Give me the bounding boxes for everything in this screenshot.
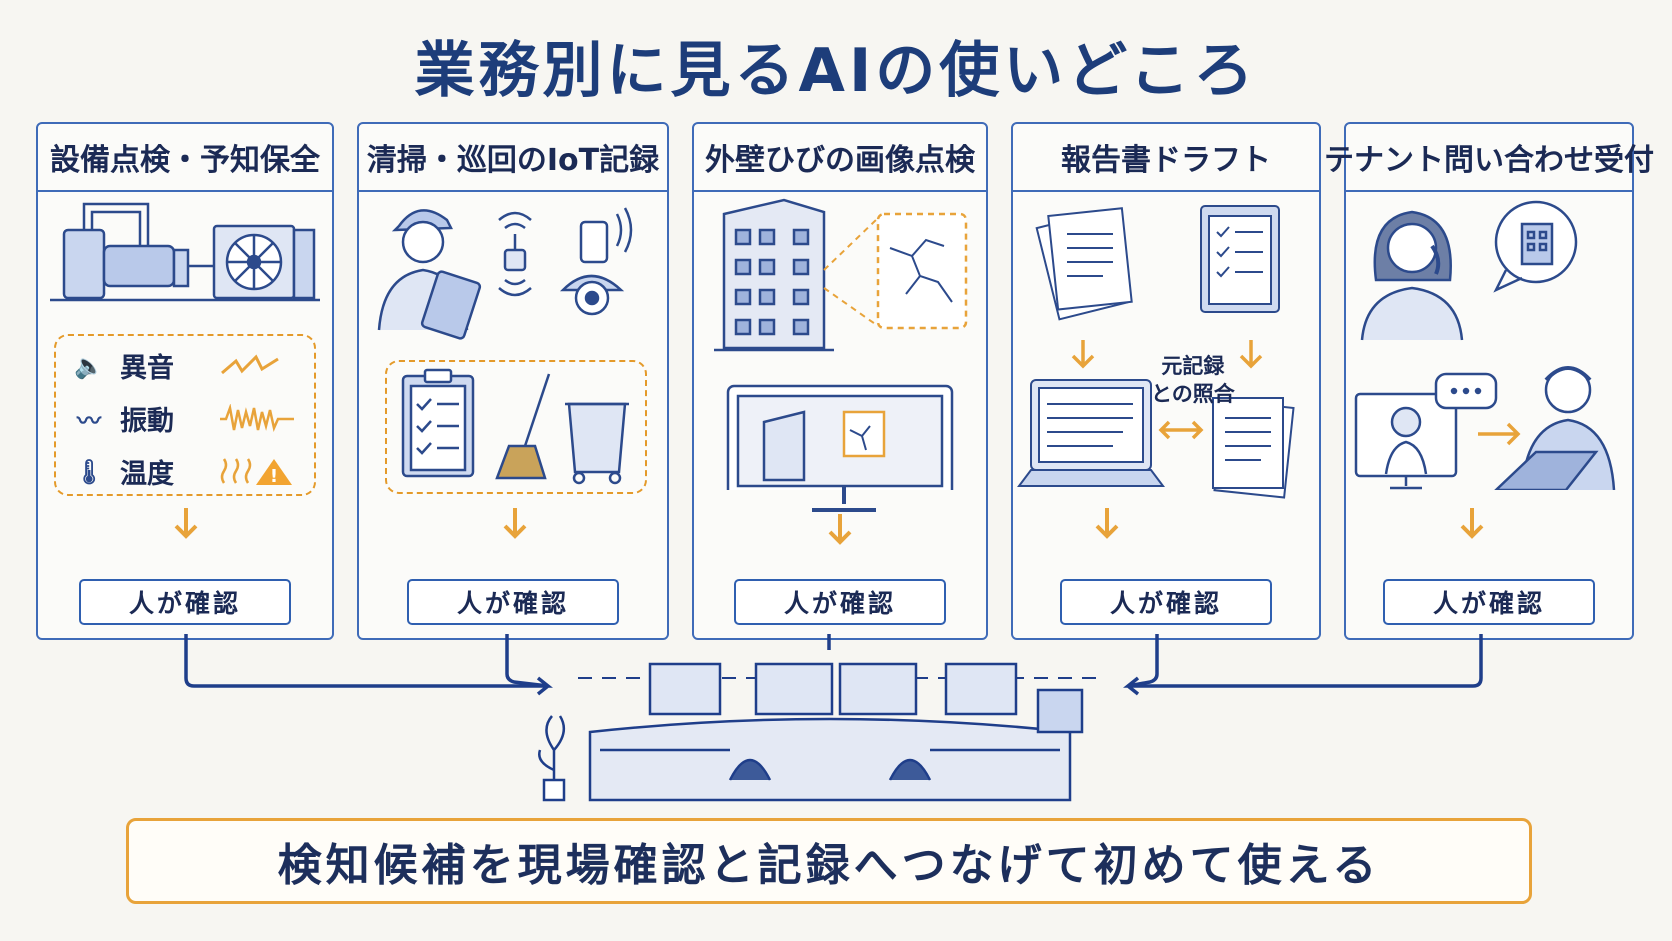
checklist-broom-bin-illustration (401, 368, 629, 485)
signal-row-vibration: 〰 振動 (68, 399, 294, 438)
down-arrow-icon (828, 514, 852, 545)
signal-label: 温度 (120, 459, 174, 490)
control-room-illustration (538, 662, 1084, 802)
equipment-illustration (50, 202, 320, 302)
signal-row-temperature: 🌡 温度 ! (68, 452, 292, 491)
sensor-signals-box (54, 334, 316, 496)
panel-heading: 外壁ひびの画像点検 (694, 124, 986, 192)
panel-report-draft: 報告書ドラフト 元記録 との照合 人が確認 (1011, 122, 1321, 640)
building-crack-illustration (714, 198, 968, 490)
conclusion-banner: 検知候補を現場確認と記録へつなげて初めて使える (126, 818, 1532, 904)
panel-heading: 設備点検・予知保全 (38, 124, 332, 192)
human-check-box: 人が確認 (1383, 579, 1595, 625)
tenant-chatbot-illustration (1354, 200, 1616, 490)
page-title: 業務別に見るAIの使いどころ (414, 36, 1258, 106)
down-arrow-icon (1095, 508, 1119, 539)
human-check-box: 人が確認 (79, 579, 291, 625)
monitor-stand (812, 486, 876, 512)
vibration-wave-icon (220, 403, 294, 432)
noise-wave-icon (221, 353, 279, 374)
human-check-box: 人が確認 (1060, 579, 1272, 625)
thermometer-icon: 🌡 (73, 457, 105, 486)
panel-heading: 清掃・巡回のIoT記録 (359, 124, 667, 192)
heat-warning-icon: ! (220, 457, 292, 487)
panel-cleaning-iot: 清掃・巡回のIoT記録 (357, 122, 669, 640)
panel-heading: テナント問い合わせ受付 (1324, 124, 1654, 192)
signal-label: 振動 (120, 406, 174, 437)
svg-text:!: ! (270, 466, 278, 487)
panel-heading: 報告書ドラフト (1013, 124, 1319, 192)
report-documents-illustration (1017, 205, 1295, 499)
down-arrow-icon (1460, 508, 1484, 539)
panel-equipment-inspection: 設備点検・予知保全 🔈 異音 〰 振動 🌡 温度 ! 人が確認 (36, 122, 334, 640)
signal-label: 異音 (120, 353, 174, 384)
vibration-icon: 〰 (77, 407, 101, 435)
cross-check-label: 元記録 との照合 (1151, 354, 1235, 406)
down-arrow-icon (503, 508, 527, 539)
panel-wall-crack-inspection: 外壁ひびの画像点検 人が確認 (692, 122, 988, 640)
worker-sensor-illustration (377, 207, 633, 340)
down-arrow-icon (174, 508, 198, 539)
panel-tenant-inquiry: テナント問い合わせ受付 人が確認 (1324, 122, 1654, 640)
speaker-icon: 🔈 (74, 351, 104, 380)
human-check-box: 人が確認 (407, 579, 619, 625)
cleaning-records-box (385, 360, 647, 494)
signal-row-noise: 🔈 異音 (68, 346, 279, 385)
human-check-box: 人が確認 (734, 579, 946, 625)
